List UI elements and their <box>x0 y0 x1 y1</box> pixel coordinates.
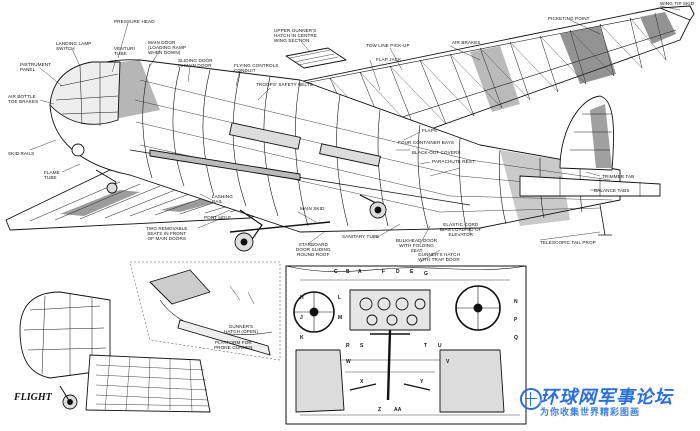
cockpit-letter: E <box>410 269 414 275</box>
hatch-detail <box>285 47 347 69</box>
label-black-out-covers: BLACK-OUT COVERS <box>412 150 461 155</box>
label-flying-controls-conduit: FLYING CONTROLS CONDUIT <box>234 63 279 73</box>
cockpit-letter: R <box>346 343 350 349</box>
label-flap-jack: FLAP JACK <box>376 57 402 62</box>
nose-cockpit <box>49 61 121 157</box>
label-trimmer-tab: TRIMMER TAB <box>602 174 635 179</box>
label-main-door: MAIN DOOR (LOADING RAMP WHEN DOWN) <box>148 40 187 55</box>
label-four-container-bays: FOUR CONTAINER BAYS <box>398 140 455 145</box>
watermark-globe-icon <box>520 388 542 410</box>
label-elastic-cord: ELASTIC CORD BIAS LOADING OF ELEVATOR <box>440 222 482 237</box>
label-upper-gunners-hatch: UPPER GUNNER'S HATCH IN CENTRE WING SECT… <box>274 28 318 43</box>
cockpit-letter: Y <box>420 379 424 385</box>
cockpit-letter: A <box>358 269 362 275</box>
label-lashing-rail: LASHING RAIL <box>212 194 233 204</box>
inset-nose-ramp <box>19 291 211 413</box>
label-platform-for-prone-gunner: PLATFORM FOR PRONE GUNNER <box>214 340 253 350</box>
cockpit-letter: B <box>346 269 350 275</box>
watermark: 环球网军事论坛 为你收集世界精彩图画 <box>540 388 690 419</box>
label-main-skid: MAIN SKID <box>300 206 325 211</box>
label-gunners-hatch-open: GUNNER'S HATCH (OPEN) <box>224 324 259 334</box>
cockpit-letter: H <box>300 295 304 301</box>
cockpit-letter: U <box>438 343 442 349</box>
cockpit-letter: D <box>396 269 400 275</box>
cockpit-letter: T <box>424 343 428 349</box>
label-tow-line-pickup: TOW LINE PICK-UP <box>366 43 410 48</box>
cockpit-letter: AA <box>394 407 402 413</box>
label-landing-lamp-switch: LANDING LAMP SWITCH <box>56 41 92 51</box>
cockpit-letter: L <box>338 295 342 301</box>
inset-gunner-hatch <box>129 261 281 361</box>
cockpit-letter: Q <box>514 335 518 341</box>
cockpit-letter: G <box>424 271 428 277</box>
label-wing-tip-skid: WING TIP SKID <box>660 1 695 6</box>
label-troops-safety-belts: TROOPS' SAFETY BELTS <box>256 82 313 87</box>
label-picketing-point: PICKETING POINT <box>548 16 590 21</box>
cockpit-letter: X <box>360 379 364 385</box>
label-balance-tabs: BALANCE TABS <box>594 188 630 193</box>
cockpit-letter: Z <box>378 407 382 413</box>
cockpit-letter: N <box>514 299 518 305</box>
watermark-title: 环球网军事论坛 <box>540 387 673 408</box>
cockpit-letter: K <box>300 335 304 341</box>
cockpit-letter: S <box>360 343 364 349</box>
label-flame-tube: FLAME TUBE <box>44 170 60 180</box>
label-parachute-rest: PARACHUTE REST <box>432 159 475 164</box>
cockpit-letter: W <box>346 359 351 365</box>
cockpit-letter: F <box>382 269 386 275</box>
cockpit-letter: V <box>446 359 450 365</box>
watermark-subtitle: 为你收集世界精彩图画 <box>540 408 641 418</box>
cockpit-letter: M <box>338 315 343 321</box>
cockpit-letter: C <box>334 269 338 275</box>
label-venturi-tube: VENTURI TUBE <box>114 46 135 56</box>
label-telescopic-tail-prop: TELESCOPIC TAIL PROP <box>540 240 596 245</box>
label-air-bottle-toe-brakes: AIR BOTTLE TOE BRAKES <box>8 94 39 104</box>
label-sanitary-tube: SANITARY TUBE <box>342 234 380 239</box>
label-two-removable-seats: TWO REMOVABLE SEATS IN FRONT OF MAIN DOO… <box>146 226 188 241</box>
label-starboard-door: STARBOARD DOOR SLIDING ROUND ROOF <box>296 242 331 257</box>
tail <box>519 95 661 236</box>
label-sliding-door: SLIDING DOOR IN MAIN DOOR <box>178 58 213 68</box>
label-instrument-panel: INSTRUMENT PANEL <box>20 62 52 72</box>
cockpit-letter: P <box>514 317 518 323</box>
label-pressure-head: PRESSURE HEAD <box>114 19 155 24</box>
label-skid-rails: SKID RAILS <box>8 151 35 156</box>
cockpit-letter: J <box>300 315 303 321</box>
label-port-hole: PORT HOLE <box>204 215 232 220</box>
label-flaps: FLAPS <box>422 128 438 133</box>
undercarriage <box>95 169 387 252</box>
label-air-brakes: AIR BRAKES <box>452 40 481 45</box>
label-bulkhead-door: BULKHEAD DOOR WITH FOLDING SEAT <box>396 238 438 253</box>
label-gunners-hatch-trap-door: GUNNER'S HATCH WITH TRAP DOOR <box>418 252 461 262</box>
inset-cockpit <box>285 265 527 425</box>
flight-logo: FLIGHT <box>14 392 52 403</box>
